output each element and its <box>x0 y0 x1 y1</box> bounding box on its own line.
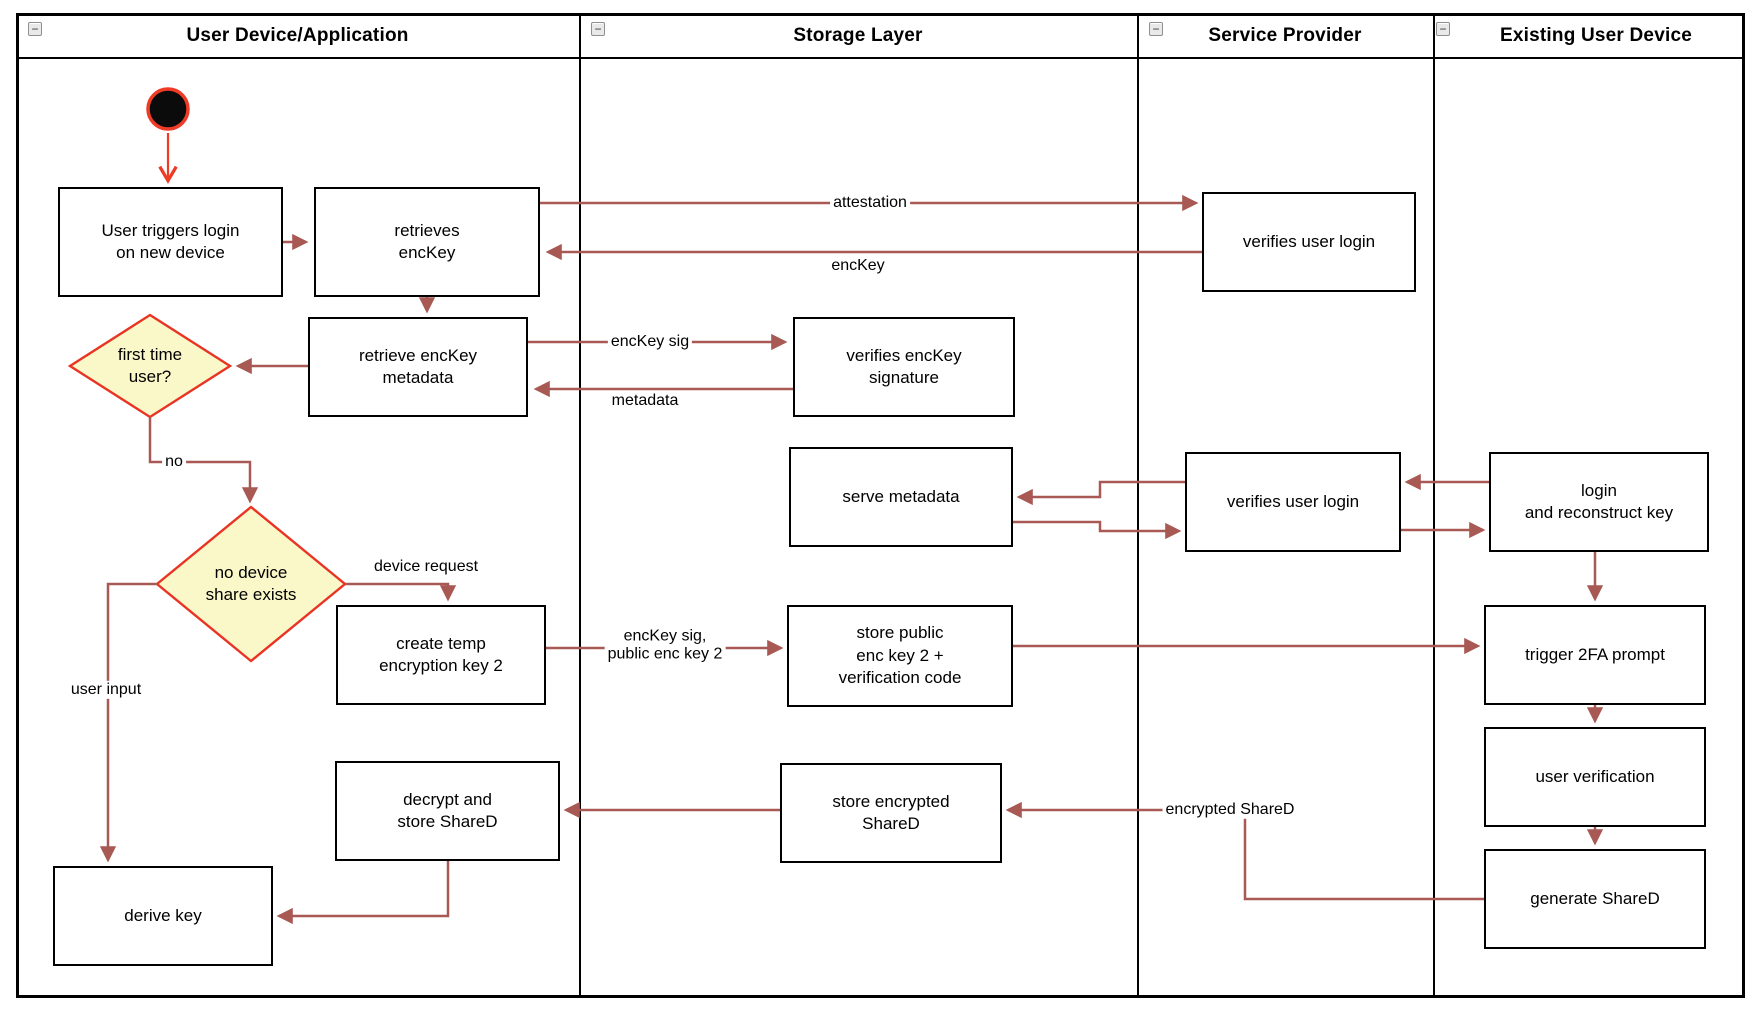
node-verifies-user-login-top[interactable]: verifies user login <box>1202 192 1416 292</box>
lane-divider-3 <box>1433 13 1435 998</box>
node-serve-metadata[interactable]: serve metadata <box>789 447 1013 547</box>
node-derive-key[interactable]: derive key <box>53 866 273 966</box>
edge-label-metadata: metadata <box>608 391 682 411</box>
edge-no-branch <box>148 417 259 504</box>
edge-label-enckey-sig: encKey sig <box>607 332 693 352</box>
lane-header-service-provider[interactable]: Service Provider <box>1208 25 1362 46</box>
node-user-verification[interactable]: user verification <box>1484 727 1706 827</box>
decision-no-device-share[interactable]: no device share exists <box>205 562 297 604</box>
node-retrieves-enckey[interactable]: retrieves encKey <box>314 187 540 297</box>
collapse-minus-icon[interactable]: − <box>1149 22 1163 36</box>
node-verifies-enckey-signature[interactable]: verifies encKey signature <box>793 317 1015 417</box>
edge-serve-metadata-to-verifies <box>1013 520 1182 540</box>
collapse-minus-icon[interactable]: − <box>1436 22 1450 36</box>
collapse-minus-icon[interactable]: − <box>591 22 605 36</box>
edge-label-enckey: encKey <box>828 256 888 276</box>
edge-label-no: no <box>162 452 186 472</box>
edge-encrypted-shared <box>1005 801 1484 901</box>
node-decrypt-store-shared[interactable]: decrypt and store ShareD <box>335 761 560 861</box>
edge-decrypt-to-derive <box>276 861 450 925</box>
decision-first-time-user[interactable]: first time user? <box>117 344 183 386</box>
edge-label-attestation: attestation <box>830 193 910 213</box>
decision-no-device-share-shape[interactable] <box>155 505 347 663</box>
node-store-encrypted-shared[interactable]: store encrypted ShareD <box>780 763 1002 863</box>
node-retrieve-enckey-metadata[interactable]: retrieve encKey metadata <box>308 317 528 417</box>
edge-label-user-input: user input <box>67 680 145 700</box>
lane-divider-1 <box>579 13 581 998</box>
node-create-temp-key2[interactable]: create temp encryption key 2 <box>336 605 546 705</box>
edge-label-enckey-sig-public: encKey sig, public enc key 2 <box>604 627 726 665</box>
node-trigger-2fa-prompt[interactable]: trigger 2FA prompt <box>1484 605 1706 705</box>
diagram-border <box>16 13 1745 998</box>
node-store-public-enc-key2[interactable]: store public enc key 2 + verification co… <box>787 605 1013 707</box>
edge-device-request <box>345 582 457 602</box>
lane-header-storage-layer[interactable]: Storage Layer <box>793 25 923 46</box>
lane-header-user-device[interactable]: User Device/Application <box>186 25 409 46</box>
edge-verifies-to-serve-metadata <box>1016 480 1185 506</box>
node-user-triggers-login[interactable]: User triggers login on new device <box>58 187 283 297</box>
start-node[interactable] <box>146 87 190 131</box>
edge-user-input <box>99 582 157 863</box>
lane-header-divider <box>16 57 1745 59</box>
node-generate-shared[interactable]: generate ShareD <box>1484 849 1706 949</box>
collapse-minus-icon[interactable]: − <box>28 22 42 36</box>
node-login-and-reconstruct-key[interactable]: login and reconstruct key <box>1489 452 1709 552</box>
lane-divider-2 <box>1137 13 1139 998</box>
edge-label-device-request: device request <box>370 557 482 577</box>
node-verifies-user-login-bottom[interactable]: verifies user login <box>1185 452 1401 552</box>
lane-header-existing-user-device[interactable]: Existing User Device <box>1500 25 1692 46</box>
edge-label-encrypted-shared: encrypted ShareD <box>1162 800 1298 820</box>
